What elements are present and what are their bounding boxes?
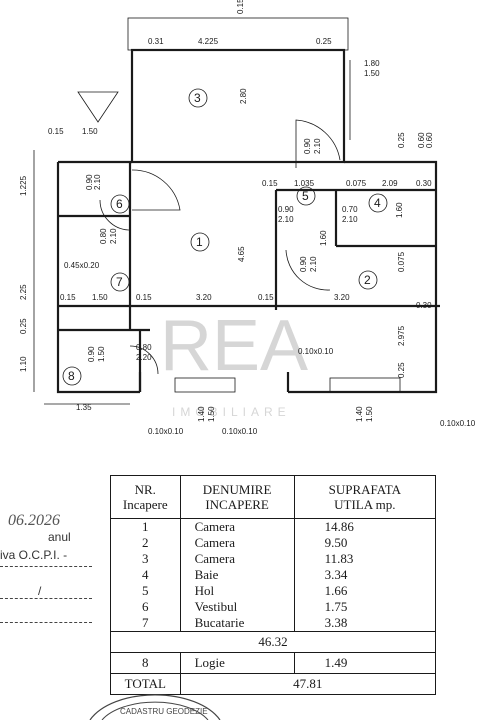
svg-text:1: 1 [196, 235, 203, 249]
svg-text:0.15: 0.15 [60, 293, 76, 302]
header-nr: NR. Incapere [110, 475, 181, 519]
svg-text:1.50: 1.50 [97, 346, 106, 362]
dimension-labels: 0.15 0.31 4.225 0.25 1.80 1.50 2.80 0.15… [19, 0, 476, 436]
svg-text:0.90: 0.90 [303, 138, 312, 154]
svg-text:1.50: 1.50 [364, 69, 380, 78]
svg-text:0.10x0.10: 0.10x0.10 [222, 427, 258, 436]
header-area: SUPRAFATA UTILA mp. [293, 475, 437, 519]
svg-text:0.10x0.10: 0.10x0.10 [148, 427, 184, 436]
svg-text:1.50: 1.50 [92, 293, 108, 302]
area-table: NR. Incapere DENUMIRE INCAPERE SUPRAFATA… [110, 475, 437, 695]
svg-text:1.35: 1.35 [76, 403, 92, 412]
svg-text:0.25: 0.25 [397, 132, 406, 148]
svg-text:1.40: 1.40 [197, 406, 206, 422]
svg-text:7: 7 [116, 275, 123, 289]
seal-icon: CADASTRU GEODEZIE [89, 694, 221, 720]
svg-text:2: 2 [364, 273, 371, 287]
svg-text:0.15: 0.15 [262, 179, 278, 188]
svg-text:6: 6 [116, 197, 123, 211]
svg-text:2.10: 2.10 [93, 174, 102, 190]
svg-text:0.90: 0.90 [85, 174, 94, 190]
seal-text: CADASTRU GEODEZIE [120, 707, 208, 716]
svg-text:3.20: 3.20 [196, 293, 212, 302]
stamp-line3: / [38, 584, 42, 598]
svg-text:0.25: 0.25 [397, 362, 406, 378]
svg-text:1.035: 1.035 [294, 179, 315, 188]
svg-text:0.90: 0.90 [278, 205, 294, 214]
svg-text:1.40: 1.40 [355, 406, 364, 422]
svg-text:1.50: 1.50 [207, 406, 216, 422]
svg-text:0.075: 0.075 [346, 179, 367, 188]
header-name: DENUMIRE INCAPERE [179, 475, 295, 519]
svg-text:4.65: 4.65 [237, 246, 246, 262]
svg-text:1.60: 1.60 [319, 230, 328, 246]
svg-text:0.25: 0.25 [19, 318, 28, 334]
svg-text:1.50: 1.50 [82, 127, 98, 136]
svg-text:0.31: 0.31 [148, 37, 164, 46]
svg-text:0.80: 0.80 [99, 228, 108, 244]
stamp-line2: iva O.C.P.I. - [0, 548, 68, 562]
svg-text:1.80: 1.80 [364, 59, 380, 68]
cadastral-stamp: 06.2026 anul iva O.C.P.I. - / [0, 508, 110, 638]
total-label: TOTAL [110, 673, 181, 695]
subtotal-row: 46.32 [110, 631, 436, 653]
svg-text:0.90: 0.90 [299, 256, 308, 272]
svg-text:4.225: 4.225 [198, 37, 219, 46]
svg-text:2.80: 2.80 [239, 88, 248, 104]
north-arrow-icon [77, 91, 119, 123]
svg-text:0.10x0.10: 0.10x0.10 [298, 347, 334, 356]
watermark-sub: IMOBILIARE [172, 405, 291, 419]
svg-text:0.60: 0.60 [417, 132, 426, 148]
signature: 06.2026 [8, 512, 60, 529]
top-strip [127, 17, 349, 51]
svg-text:1.10: 1.10 [19, 356, 28, 372]
svg-text:0.80: 0.80 [136, 343, 152, 352]
svg-text:3: 3 [194, 91, 201, 105]
svg-text:2.10: 2.10 [313, 138, 322, 154]
svg-text:0.60: 0.60 [425, 132, 434, 148]
svg-text:0.15: 0.15 [258, 293, 274, 302]
floor-plan: REA IMOBILIARE 3 1 2 4 5 6 7 8 0.15 [19, 0, 476, 436]
svg-text:1.225: 1.225 [19, 175, 28, 196]
svg-text:2.975: 2.975 [397, 325, 406, 346]
svg-text:5: 5 [302, 189, 309, 203]
watermark-logo: REA [160, 306, 308, 386]
svg-text:0.30: 0.30 [416, 301, 432, 310]
svg-text:3.20: 3.20 [334, 293, 350, 302]
svg-text:2.10: 2.10 [278, 215, 294, 224]
svg-text:0.45x0.20: 0.45x0.20 [64, 261, 100, 270]
svg-text:0.90: 0.90 [87, 346, 96, 362]
svg-text:2.10: 2.10 [342, 215, 358, 224]
svg-text:4: 4 [374, 196, 381, 210]
svg-text:1.50: 1.50 [365, 406, 374, 422]
svg-text:8: 8 [68, 369, 75, 383]
svg-text:0.70: 0.70 [342, 205, 358, 214]
svg-text:2.25: 2.25 [19, 284, 28, 300]
svg-text:0.15: 0.15 [236, 0, 245, 14]
svg-text:2.09: 2.09 [382, 179, 398, 188]
room-labels: 3 1 2 4 5 6 7 8 [62, 88, 388, 386]
svg-text:0.25: 0.25 [316, 37, 332, 46]
svg-text:0.30: 0.30 [416, 179, 432, 188]
door-5 [295, 119, 341, 168]
svg-text:2.10: 2.10 [309, 256, 318, 272]
svg-text:1.60: 1.60 [395, 202, 404, 218]
svg-text:0.10x0.10: 0.10x0.10 [440, 419, 476, 428]
stamp-line1: anul [48, 530, 71, 544]
svg-text:0.075: 0.075 [397, 251, 406, 272]
svg-text:0.15: 0.15 [48, 127, 64, 136]
svg-text:2.10: 2.10 [109, 228, 118, 244]
svg-text:0.15: 0.15 [136, 293, 152, 302]
svg-text:2.20: 2.20 [136, 353, 152, 362]
